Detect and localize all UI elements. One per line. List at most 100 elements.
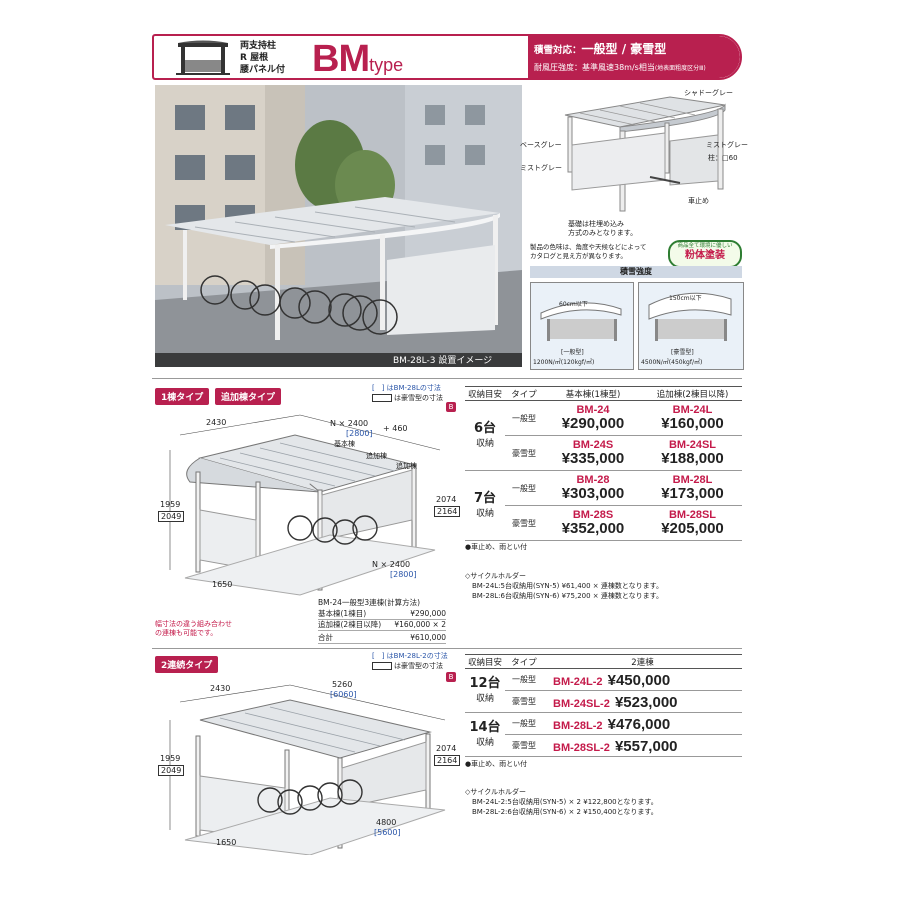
photo-illustration bbox=[155, 85, 522, 367]
type-cell: 豪雪型 bbox=[505, 435, 543, 471]
dim-height-front: 1959 bbox=[160, 500, 181, 509]
snow-title: 積雪強度 bbox=[530, 266, 742, 278]
feature-item: 両支持柱 bbox=[240, 41, 277, 51]
color-note: 製品の色味は、角度や天候などによって カタログと見え方が異なります。 bbox=[530, 243, 647, 260]
dim-bottom-width: 4800 bbox=[376, 818, 397, 827]
dim-bottom-width: N × 2400 bbox=[372, 560, 411, 569]
table-note: ●車止め、雨とい付 bbox=[465, 760, 528, 768]
price: ¥290,000 bbox=[561, 415, 625, 432]
page-mark-b: B bbox=[446, 402, 456, 412]
label-stopper: 車止め bbox=[688, 197, 709, 205]
product-type: BMtype bbox=[312, 38, 404, 80]
holder-line: BM-24L-2:5台収納用(SYN-5) × 2 ¥122,800となります。 bbox=[472, 798, 658, 806]
badge-top: 商品全て環境に優しい bbox=[677, 243, 733, 249]
dim-height-back-alt: 2164 bbox=[434, 506, 461, 517]
dim-height-back: 2074 bbox=[436, 495, 457, 504]
calc-label: 合計 bbox=[318, 633, 333, 642]
powder-coat-badge: 商品全て環境に優しい 粉体塗装 bbox=[668, 240, 742, 268]
price: ¥205,000 bbox=[661, 520, 724, 537]
price: ¥160,000 bbox=[661, 415, 724, 432]
dim-height-front: 1959 bbox=[160, 754, 181, 763]
dim-width: 5260 bbox=[332, 680, 353, 689]
type-sub: type bbox=[369, 55, 404, 75]
price-cell: BM-28L-2 ¥476,000 bbox=[543, 712, 742, 735]
calc-table: 基本棟(1棟目)¥290,000 追加棟(2棟目以降)¥160,000 × 2 … bbox=[318, 609, 446, 644]
snow-roof-icon bbox=[540, 302, 622, 341]
price-table-2: 収納目安 タイプ 2連棟 12台収納 一般型 BM-24L-2 ¥450,000… bbox=[465, 654, 742, 757]
capacity: 12台 bbox=[469, 676, 501, 691]
wind-label: 耐風圧強度：基準風速38m/s相当 bbox=[534, 63, 655, 72]
calc-label: 追加棟(2棟目以降) bbox=[318, 620, 382, 629]
label-add-unit: 追加棟 bbox=[396, 462, 417, 470]
dim-bottom-width-alt: [2800] bbox=[390, 570, 417, 579]
capacity-cell: 6台収納 bbox=[465, 400, 505, 471]
type-main: BM bbox=[312, 38, 370, 80]
product-drawing bbox=[564, 96, 726, 212]
add-cell: BM-28SL¥205,000 bbox=[643, 505, 742, 541]
price: ¥523,000 bbox=[614, 694, 678, 711]
model-code: BM-24 bbox=[576, 404, 610, 416]
price: ¥173,000 bbox=[661, 485, 724, 502]
calc-label: 基本棟(1棟目) bbox=[318, 609, 367, 618]
dim-height-front-alt: 2049 bbox=[158, 765, 185, 776]
calc-title: BM-24一般型3連棟(計算方法) bbox=[318, 598, 420, 607]
base-note: 基礎は柱埋め込み 方式のみとなります。 bbox=[568, 220, 638, 237]
capacity-sub: 収納 bbox=[475, 439, 494, 449]
type-cell: 豪雪型 bbox=[505, 734, 543, 757]
model-code: BM-24L bbox=[672, 404, 713, 416]
tag-additional: 追加棟タイプ bbox=[215, 388, 282, 405]
price: ¥450,000 bbox=[607, 672, 671, 689]
snow-depth: 60cm以下 bbox=[559, 301, 588, 308]
dim-foot: 1650 bbox=[216, 838, 237, 847]
calc-row: 追加棟(2棟目以降) ¥160,000 × 2 bbox=[318, 620, 446, 631]
legend-box: は豪雪型の寸法 bbox=[372, 394, 443, 403]
calc-row: 基本棟(1棟目)¥290,000 bbox=[318, 609, 446, 620]
carport-icon bbox=[176, 40, 230, 75]
tag-single: 1棟タイプ bbox=[155, 388, 210, 405]
model-code: BM-24SL bbox=[668, 439, 717, 451]
install-photo: BM-28L-3 設置イメージ bbox=[155, 85, 522, 367]
model-code: BM-28L bbox=[672, 474, 713, 486]
add-cell: BM-24L¥160,000 bbox=[643, 400, 742, 436]
model-code: BM-24L-2 bbox=[553, 676, 603, 688]
type-cell: 一般型 bbox=[505, 668, 543, 691]
base-cell: BM-28¥303,000 bbox=[543, 470, 643, 506]
col-header: 2連棟 bbox=[543, 654, 742, 669]
feature-item: 腰パネル付 bbox=[240, 65, 286, 75]
price: ¥352,000 bbox=[561, 520, 625, 537]
model-code: BM-24S bbox=[572, 439, 614, 451]
dim-depth: 2430 bbox=[206, 418, 227, 427]
snow-value: 1200N/㎡(120kgf/㎡) bbox=[533, 359, 595, 366]
legend-box-text: は豪雪型の寸法 bbox=[394, 394, 443, 402]
table-note: ●車止め、雨とい付 bbox=[465, 543, 528, 551]
label-pillar: 柱：□60 bbox=[708, 154, 738, 162]
dim-height-back-alt: 2164 bbox=[434, 755, 461, 766]
snow-value: 一般型 / 豪雪型 bbox=[581, 42, 667, 56]
snow-spec: 積雪対応：一般型 / 豪雪型 bbox=[534, 40, 666, 57]
model-code: BM-28L-2 bbox=[553, 720, 603, 732]
snow-card-general: 60cm以下 [一般型] 1200N/㎡(120kgf/㎡) bbox=[530, 282, 634, 370]
label-base-gray: ベースグレー bbox=[520, 141, 562, 149]
calc-value: ¥160,000 × 2 bbox=[394, 620, 446, 629]
col-header: 収納目安 bbox=[465, 654, 505, 669]
price-table-1: 収納目安 タイプ 基本棟(1棟型) 追加棟(2棟目以降) 6台収納 一般型 BM… bbox=[465, 386, 742, 541]
col-header: タイプ bbox=[505, 386, 543, 401]
type-cell: 一般型 bbox=[505, 400, 543, 436]
holder-line: BM-28L:6台収納用(SYN-6) ¥75,200 × 連棟数となります。 bbox=[472, 592, 663, 600]
model-code: BM-28S bbox=[572, 509, 614, 521]
base-cell: BM-24¥290,000 bbox=[543, 400, 643, 436]
col-header: 基本棟(1棟型) bbox=[543, 386, 643, 401]
price-cell: BM-28SL-2 ¥557,000 bbox=[543, 734, 742, 757]
model-code: BM-28SL bbox=[668, 509, 717, 521]
col-header: 追加棟(2棟目以降) bbox=[643, 386, 742, 401]
table-row: 豪雪型 BM-28S¥352,000 BM-28SL¥205,000 bbox=[465, 505, 742, 541]
snow-type: [豪雪型] bbox=[671, 349, 694, 356]
dim-height-back: 2074 bbox=[436, 744, 457, 753]
spec-band bbox=[528, 36, 740, 78]
capacity: 14台 bbox=[469, 720, 501, 735]
dim-plus: + 460 bbox=[383, 424, 408, 433]
model-code: BM-28 bbox=[576, 474, 610, 486]
capacity: 6台 bbox=[473, 421, 497, 436]
capacity-sub: 収納 bbox=[475, 509, 494, 519]
side-note: 幅寸法の違う組み合わせ の連棟も可能です。 bbox=[155, 620, 232, 637]
